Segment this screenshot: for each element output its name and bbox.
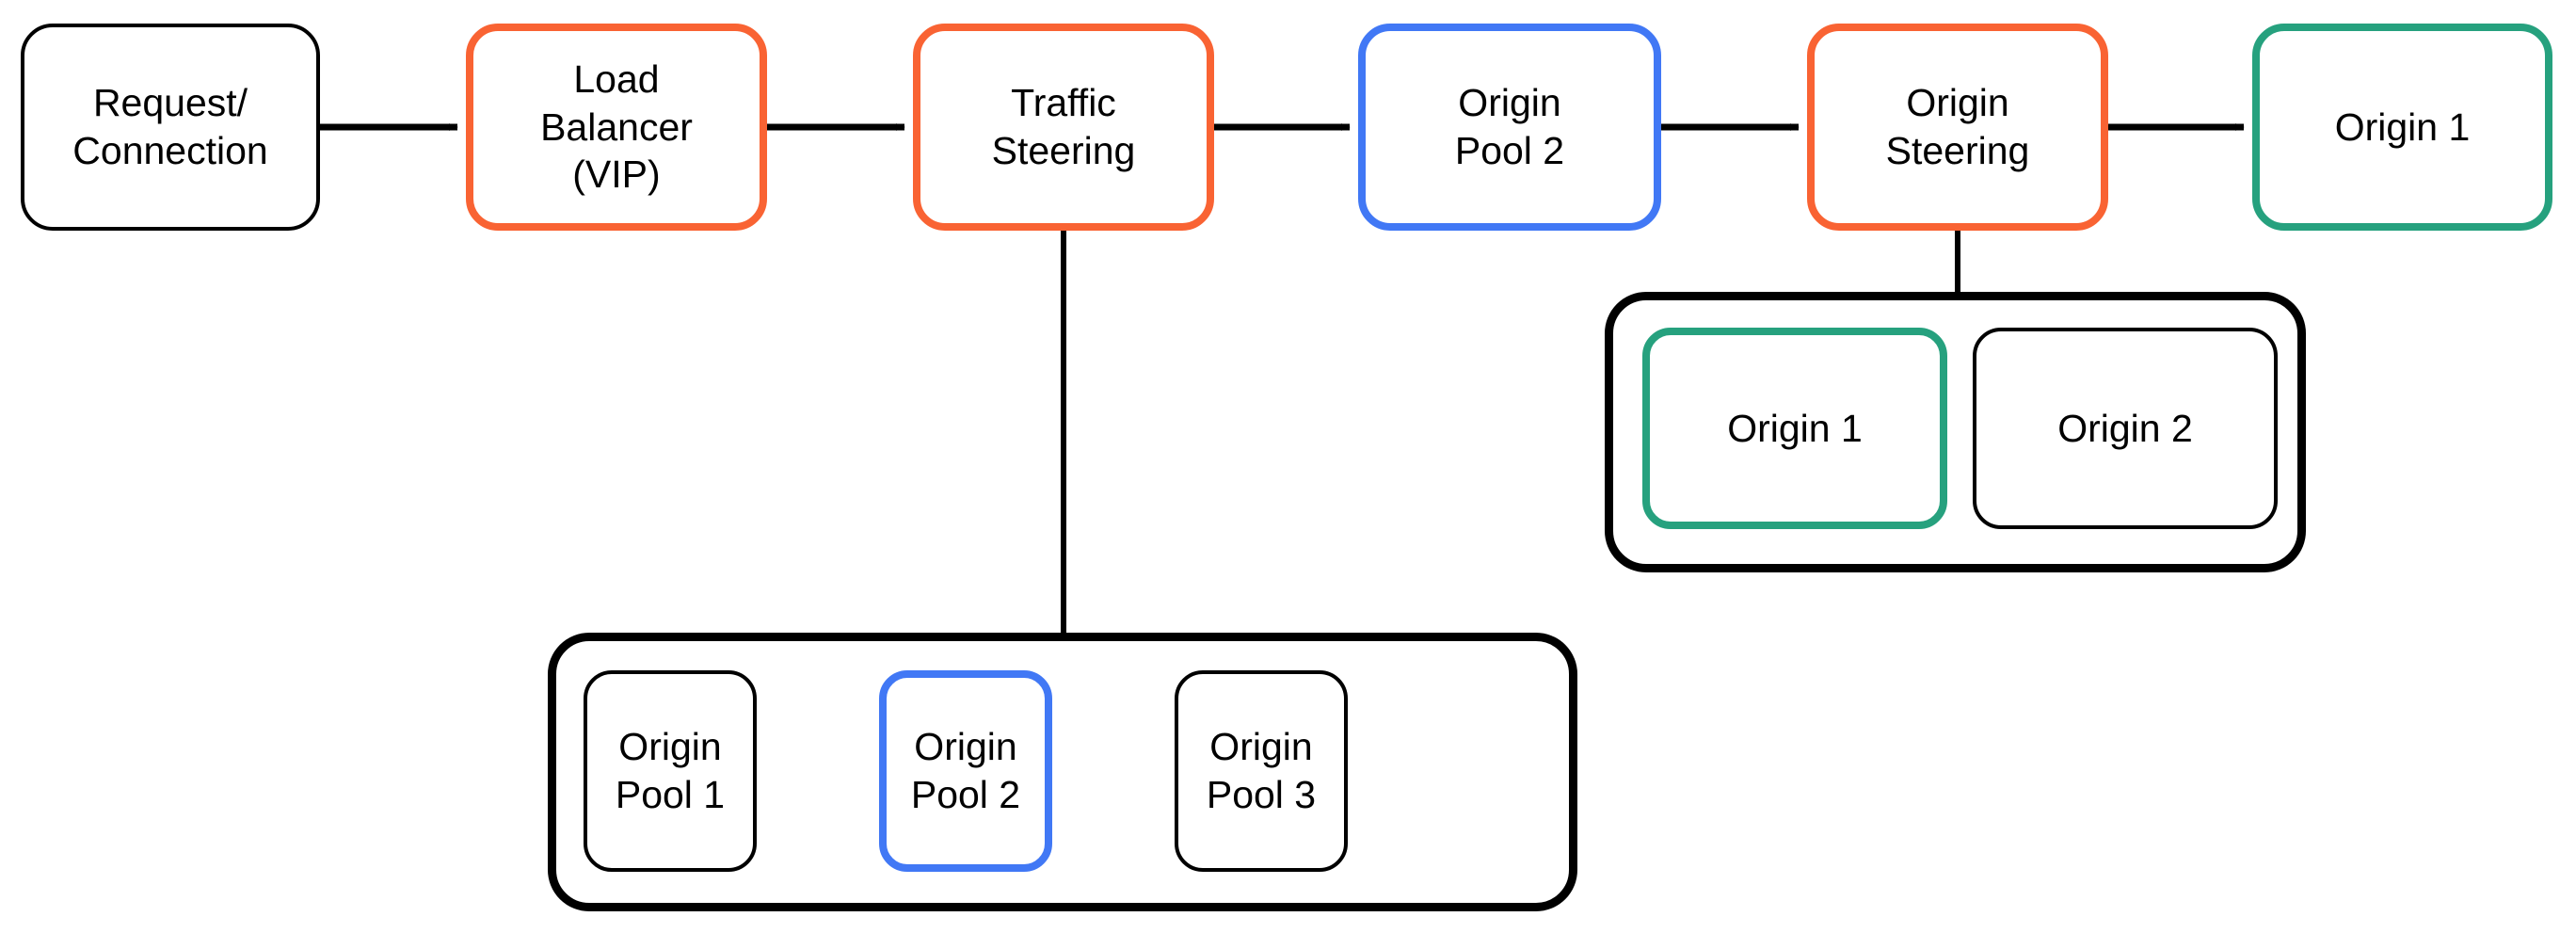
node-label: Traffic Steering [991,81,1136,172]
node-origin-1[interactable]: Origin 1 [2252,24,2552,231]
origin-item-origin-2[interactable]: Origin 2 [1973,328,2278,529]
origin-item-label: Origin 1 [1727,406,1863,450]
node-traffic-steering[interactable]: Traffic Steering [913,24,1214,231]
pool-item-label: Origin Pool 3 [1206,725,1317,816]
origin-item-origin-1[interactable]: Origin 1 [1642,328,1947,529]
origin-item-label: Origin 2 [2057,406,2193,450]
origin-group: Origin 1 Origin 2 [1605,292,2306,572]
node-label: Origin Steering [1885,81,2030,172]
node-label: Origin Pool 2 [1454,81,1565,172]
pool-item-origin-pool-1[interactable]: Origin Pool 1 [584,670,757,872]
pool-item-origin-pool-2[interactable]: Origin Pool 2 [879,670,1052,872]
origin-pool-group: Origin Pool 1 Origin Pool 2 Origin Pool … [548,633,1577,911]
node-label: Load Balancer (VIP) [540,56,693,197]
node-label: Request/ Connection [72,81,268,172]
pool-item-origin-pool-3[interactable]: Origin Pool 3 [1175,670,1348,872]
node-label: Origin 1 [2334,105,2471,149]
node-load-balancer[interactable]: Load Balancer (VIP) [466,24,767,231]
node-origin-steering[interactable]: Origin Steering [1807,24,2108,231]
pool-item-label: Origin Pool 1 [615,725,726,816]
pool-item-label: Origin Pool 2 [910,725,1021,816]
node-request-connection[interactable]: Request/ Connection [21,24,320,231]
node-origin-pool-2[interactable]: Origin Pool 2 [1358,24,1661,231]
